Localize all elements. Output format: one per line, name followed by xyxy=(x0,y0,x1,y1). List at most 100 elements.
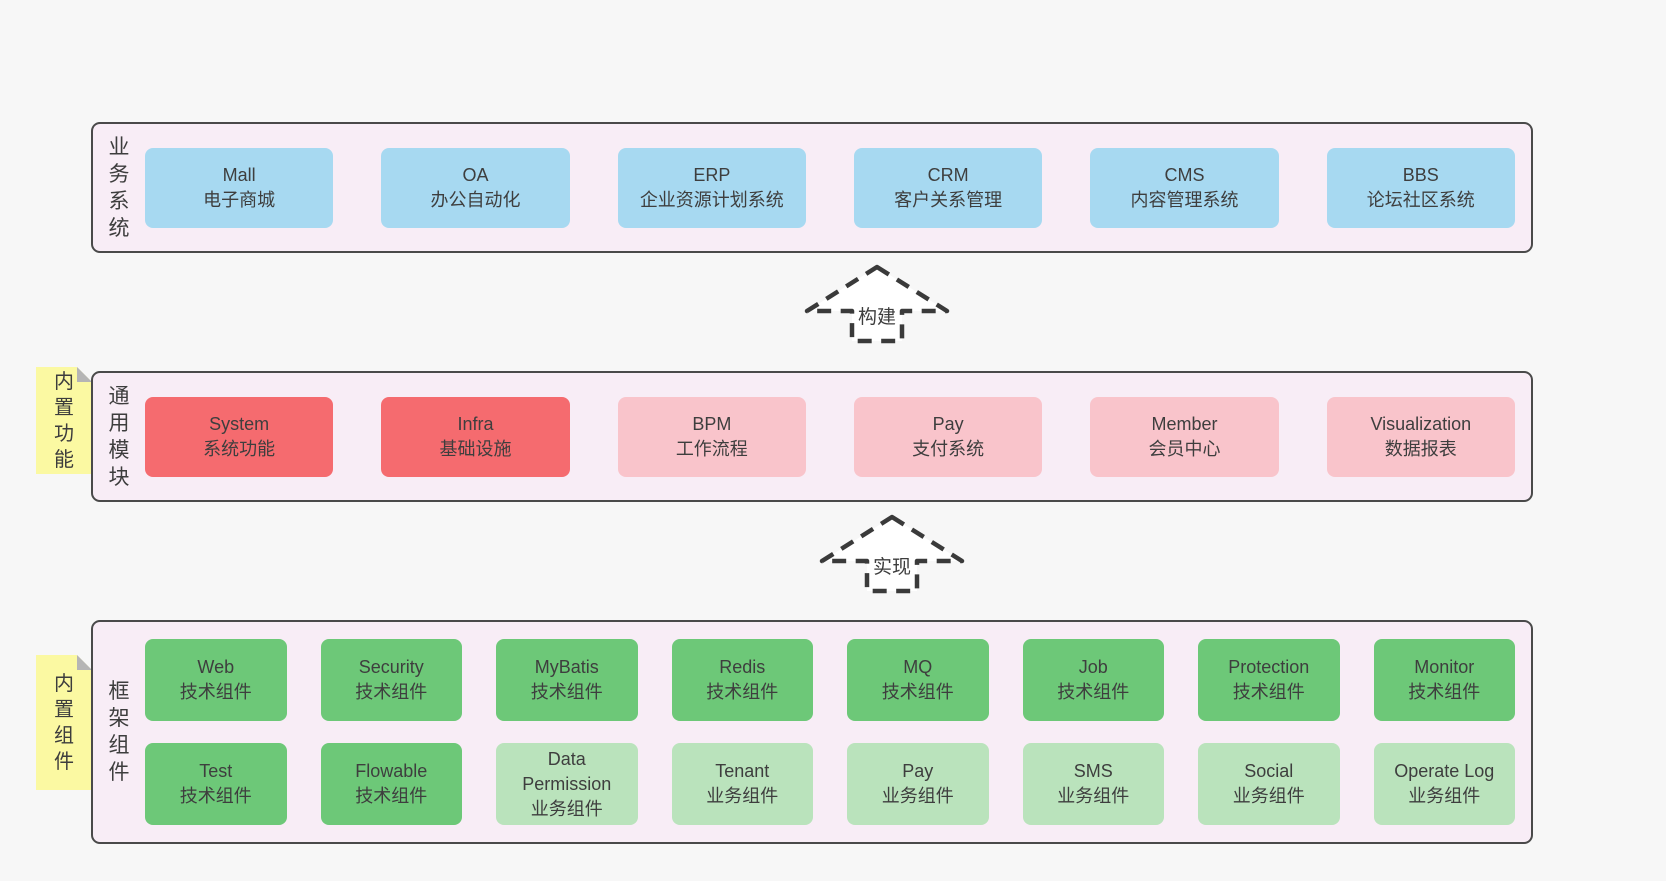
tag-built-in-components: 内置组件 xyxy=(36,655,92,790)
module-box-security: Security 技术组件 xyxy=(320,639,462,721)
layer-label-char: 系 xyxy=(108,189,130,213)
tag-char: 能 xyxy=(54,448,74,471)
module-title: CMS xyxy=(1164,164,1205,185)
module-title: CRM xyxy=(927,164,969,185)
layer-label-char: 模 xyxy=(108,438,130,462)
module-subtitle: 技术组件 xyxy=(530,682,603,702)
module-box-member: Member 会员中心 xyxy=(1090,396,1279,477)
layer-label-char: 件 xyxy=(108,761,130,784)
module-box-mybatis: MyBatis 技术组件 xyxy=(496,639,638,721)
tag-char: 件 xyxy=(54,750,74,773)
module-subtitle: 客户关系管理 xyxy=(894,189,1003,210)
tag-char: 功 xyxy=(54,422,74,445)
module-subtitle: 业务组件 xyxy=(1408,786,1481,806)
module-title: Member xyxy=(1151,413,1218,434)
arrow-build-label: 构建 xyxy=(855,307,899,329)
module-subtitle: 业务组件 xyxy=(530,798,603,819)
module-title: MyBatis xyxy=(534,657,599,677)
module-title: Job xyxy=(1078,657,1108,677)
module-title: BPM xyxy=(692,413,732,434)
module-title: Redis xyxy=(719,657,766,677)
module-box-protection: Protection 技术组件 xyxy=(1198,639,1340,721)
arrow-up-dashed-icon xyxy=(819,514,965,594)
module-subtitle: 技术组件 xyxy=(355,682,428,702)
module-subtitle: 业务组件 xyxy=(1232,786,1305,806)
module-title: System xyxy=(209,413,270,434)
module-title: ERP xyxy=(693,164,731,185)
module-subtitle: 基础设施 xyxy=(439,438,512,459)
module-box-system: System 系统功能 xyxy=(145,396,334,477)
layer-label-business-systems: 业务系统 xyxy=(93,124,145,251)
tag-char: 组 xyxy=(54,724,74,747)
module-subtitle: 技术组件 xyxy=(706,682,779,702)
module-subtitle: 技术组件 xyxy=(1232,682,1305,702)
module-title: Monitor xyxy=(1414,657,1475,677)
module-box-monitor: Monitor 技术组件 xyxy=(1373,639,1515,721)
layer-label-char: 务 xyxy=(108,162,130,186)
module-subtitle: 技术组件 xyxy=(881,682,954,702)
module-title: Pay xyxy=(902,761,934,781)
module-title: Security xyxy=(358,657,424,677)
layer-label-char: 通 xyxy=(108,384,130,408)
layer-label-char: 用 xyxy=(108,411,130,435)
module-box-mall: Mall 电子商城 xyxy=(145,147,334,228)
module-title: Mall xyxy=(222,164,256,185)
module-subtitle: 系统功能 xyxy=(203,438,276,459)
module-subtitle: 业务组件 xyxy=(706,786,779,806)
module-subtitle: 内容管理系统 xyxy=(1130,189,1239,210)
module-box-data-permission: Data Permission 业务组件 xyxy=(496,743,638,825)
module-box-redis: Redis 技术组件 xyxy=(671,639,813,721)
module-title: Protection xyxy=(1228,657,1310,677)
tag-char: 内 xyxy=(54,370,74,393)
module-box-infra: Infra 基础设施 xyxy=(381,396,570,477)
module-title: Visualization xyxy=(1370,413,1472,434)
module-subtitle: 技术组件 xyxy=(179,786,252,806)
tag-char: 置 xyxy=(54,698,74,721)
module-subtitle: 电子商城 xyxy=(203,189,276,210)
layer-label-char: 业 xyxy=(108,135,130,159)
module-box-operate-log: Operate Log 业务组件 xyxy=(1373,743,1515,825)
module-subtitle: 会员中心 xyxy=(1148,438,1221,459)
layer-label-char: 块 xyxy=(108,465,130,489)
module-box-crm: CRM 客户关系管理 xyxy=(853,147,1043,228)
module-title: Web xyxy=(197,657,235,677)
module-subtitle: 支付系统 xyxy=(912,438,985,459)
layer-label-char: 架 xyxy=(108,707,130,730)
module-subtitle: 企业资源计划系统 xyxy=(639,189,784,210)
arrow-implement: 实现 xyxy=(819,514,965,594)
module-title: Infra xyxy=(457,413,494,434)
module-title: Flowable xyxy=(355,761,428,781)
module-title: Data Permission xyxy=(522,748,612,794)
module-title: Operate Log xyxy=(1394,761,1495,781)
module-subtitle: 技术组件 xyxy=(1408,682,1481,702)
module-title: Tenant xyxy=(715,761,770,781)
module-title: OA xyxy=(462,164,489,185)
module-box-cms: CMS 内容管理系统 xyxy=(1090,147,1279,228)
layer-label-framework-components: 框架组件 xyxy=(93,622,145,842)
module-subtitle: 技术组件 xyxy=(355,786,428,806)
module-subtitle: 业务组件 xyxy=(1057,786,1130,806)
arrow-build: 构建 xyxy=(804,264,950,344)
layer-label-char: 统 xyxy=(108,216,130,240)
tag-char: 置 xyxy=(54,396,74,419)
module-subtitle: 数据报表 xyxy=(1384,438,1457,459)
